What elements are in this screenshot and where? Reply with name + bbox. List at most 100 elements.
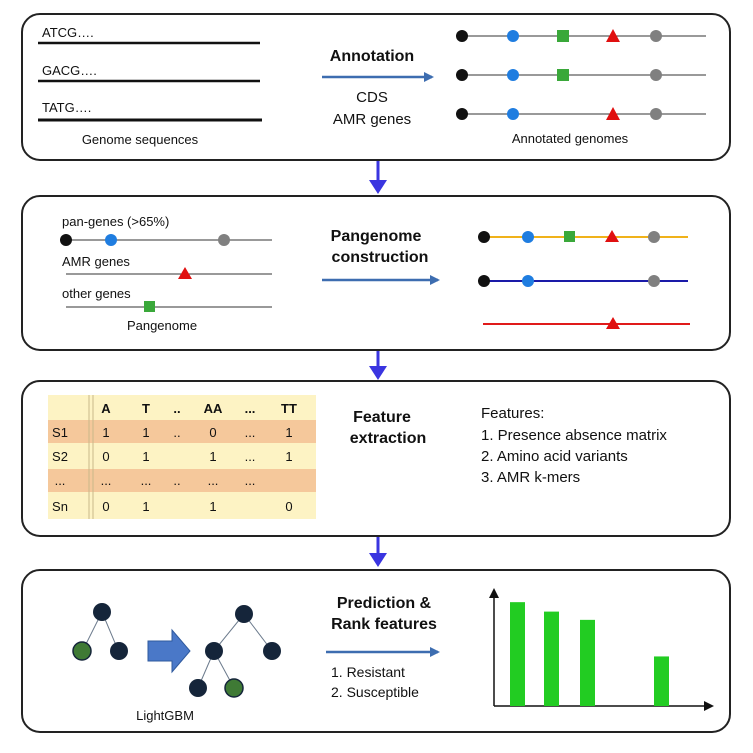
core-gene-blue-icon bbox=[522, 275, 534, 287]
feature-title-1: Feature bbox=[353, 409, 411, 426]
table-cell: 0 bbox=[102, 499, 109, 514]
outcome-resistant: 1. Resistant bbox=[331, 664, 405, 680]
table-cell: ... bbox=[141, 473, 152, 488]
accessory-gene-green-icon bbox=[557, 69, 569, 81]
table-header-cell: ... bbox=[245, 401, 256, 416]
core-gene-black-icon bbox=[478, 275, 490, 287]
pangenome-title-2: construction bbox=[332, 249, 429, 266]
table-cell: 0 bbox=[102, 449, 109, 464]
flow-arrow-2 bbox=[369, 351, 387, 380]
table-cell: 0 bbox=[285, 499, 292, 514]
large-tree bbox=[189, 605, 281, 698]
tree-growth-arrow-icon bbox=[147, 628, 191, 674]
amr-gene-red-icon bbox=[606, 317, 620, 329]
tree-node-icon bbox=[205, 642, 223, 660]
pan-gene-blue-icon bbox=[105, 234, 117, 246]
amr-gene-red-icon bbox=[606, 107, 620, 120]
annotated-genomes-caption: Annotated genomes bbox=[512, 131, 629, 146]
feature-item-2: 2. Amino acid variants bbox=[481, 448, 628, 465]
tree-leaf-node-icon bbox=[224, 678, 244, 698]
accessory-gene-green-icon bbox=[564, 231, 575, 242]
table-header-cell: T bbox=[142, 401, 150, 416]
amr-gene-red-icon bbox=[606, 29, 620, 42]
pangenome-core-track bbox=[478, 230, 688, 243]
table-cell: ... bbox=[245, 473, 256, 488]
pan-gene-gray-icon bbox=[218, 234, 230, 246]
table-cell: S2 bbox=[52, 449, 68, 464]
core-gene-gray-icon bbox=[650, 108, 662, 120]
feature-item-3: 3. AMR k-mers bbox=[481, 469, 580, 486]
core-gene-blue-icon bbox=[507, 30, 519, 42]
table-cell: Sn bbox=[52, 499, 68, 514]
annotation-title: Annotation bbox=[330, 48, 414, 65]
small-tree bbox=[72, 603, 128, 661]
annotated-genome-2 bbox=[456, 69, 706, 81]
chart-bar bbox=[544, 611, 559, 706]
core-gene-gray-icon bbox=[650, 69, 662, 81]
tree-node-icon bbox=[110, 642, 128, 660]
other-genes-label: other genes bbox=[62, 286, 131, 301]
table-header-cell: A bbox=[101, 401, 111, 416]
table-header-cell: AA bbox=[204, 401, 223, 416]
core-gene-blue-icon bbox=[522, 231, 534, 243]
core-gene-gray-icon bbox=[648, 231, 660, 243]
annotation-panel bbox=[21, 13, 731, 161]
accessory-gene-green-icon bbox=[557, 30, 569, 42]
prediction-title-1: Prediction & bbox=[337, 595, 432, 612]
pangenome-amr-track bbox=[483, 317, 690, 329]
table-cell: ... bbox=[101, 473, 112, 488]
tree-root-node-icon bbox=[93, 603, 111, 621]
pan-gene-black-icon bbox=[60, 234, 72, 246]
outcome-susceptible: 2. Susceptible bbox=[331, 684, 419, 700]
table-cell: 1 bbox=[285, 425, 292, 440]
pangenome-panel bbox=[21, 195, 731, 351]
table-cell: 1 bbox=[142, 449, 149, 464]
table-cell: ... bbox=[55, 473, 66, 488]
table-cell: ... bbox=[245, 425, 256, 440]
feature-importance-chart bbox=[489, 588, 714, 711]
genome-seq-3: TATG…. bbox=[42, 100, 91, 115]
core-gene-black-icon bbox=[456, 108, 468, 120]
core-gene-blue-icon bbox=[507, 69, 519, 81]
flow-arrow-1 bbox=[369, 161, 387, 194]
feature-item-1: 1. Presence absence matrix bbox=[481, 427, 667, 444]
annotation-cds: CDS bbox=[356, 89, 388, 106]
table-cell: ... bbox=[208, 473, 219, 488]
pangenome-title-1: Pangenome bbox=[331, 228, 422, 245]
pangenome-pan-track bbox=[478, 275, 688, 287]
core-gene-blue-icon bbox=[507, 108, 519, 120]
table-header-cell: .. bbox=[173, 401, 180, 416]
prediction-title-2: Rank features bbox=[331, 616, 437, 633]
other-gene-green-icon bbox=[144, 301, 155, 312]
core-gene-black-icon bbox=[478, 231, 490, 243]
lightgbm-caption: LightGBM bbox=[136, 708, 194, 723]
core-gene-black-icon bbox=[456, 69, 468, 81]
table-cell: 1 bbox=[102, 425, 109, 440]
table-cell: 1 bbox=[209, 499, 216, 514]
amr-gene-red-icon bbox=[178, 267, 192, 279]
table-cell: 1 bbox=[285, 449, 292, 464]
chart-bar bbox=[510, 602, 525, 706]
core-gene-gray-icon bbox=[648, 275, 660, 287]
annotated-genome-3 bbox=[456, 107, 706, 120]
tree-root-node-icon bbox=[235, 605, 253, 623]
core-gene-gray-icon bbox=[650, 30, 662, 42]
tree-leaf-node-icon bbox=[72, 641, 92, 661]
tree-node-icon bbox=[189, 679, 207, 697]
table-cell: 1 bbox=[209, 449, 216, 464]
table-cell: ... bbox=[245, 449, 256, 464]
table-header-cell: TT bbox=[281, 401, 297, 416]
table-row-shade-1 bbox=[48, 420, 316, 443]
table-cell: 1 bbox=[142, 499, 149, 514]
amr-genes-label: AMR genes bbox=[62, 254, 130, 269]
chart-bar bbox=[580, 619, 595, 706]
annotation-amr-genes: AMR genes bbox=[333, 111, 411, 128]
feature-title-2: extraction bbox=[350, 430, 426, 447]
table-cell: 0 bbox=[209, 425, 216, 440]
features-heading: Features: bbox=[481, 405, 544, 422]
annotated-genome-1 bbox=[456, 29, 706, 42]
amr-gene-red-icon bbox=[605, 230, 619, 242]
pangenome-caption: Pangenome bbox=[127, 318, 197, 333]
